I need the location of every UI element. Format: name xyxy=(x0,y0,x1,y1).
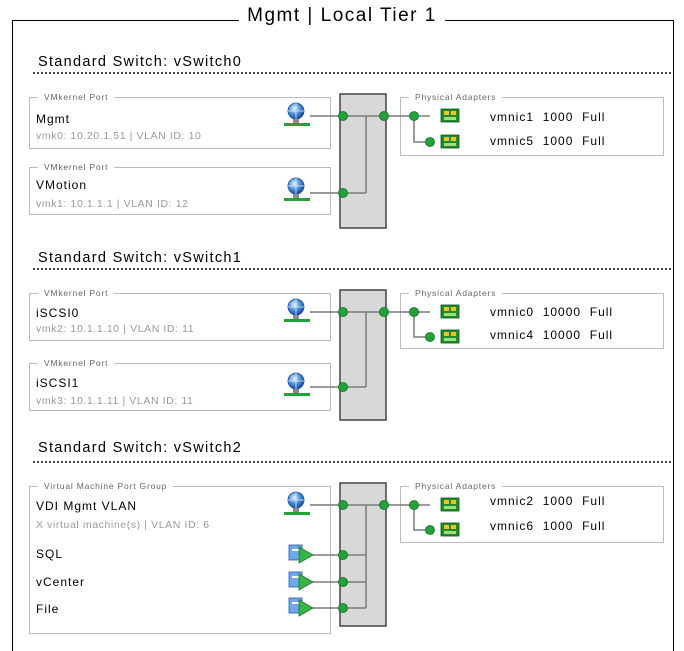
host-title: Mgmt | Local Tier 1 xyxy=(0,5,684,27)
port-group-name: iSCSI0 xyxy=(36,306,80,320)
adapters-legend: Physical Adapters xyxy=(404,91,503,103)
switch-title-vswitch1: Standard Switch: vSwitch1 xyxy=(38,250,243,266)
port-group-name: VMotion xyxy=(36,178,88,192)
switch-port-node xyxy=(338,382,348,392)
switch-divider xyxy=(33,72,671,74)
uplink-node xyxy=(425,137,435,147)
switch-port-node xyxy=(338,550,348,560)
vm-entry-vcenter[interactable]: vCenter xyxy=(36,575,86,589)
physical-adapters-vswitch1: Physical Adapters xyxy=(400,287,664,349)
network-card-icon xyxy=(440,134,460,149)
globe-network-icon xyxy=(284,102,310,126)
uplink-node xyxy=(425,525,435,535)
virtual-machine-icon xyxy=(288,544,314,564)
uplink-node xyxy=(425,332,435,342)
switch-uplink-node xyxy=(379,111,389,121)
port-group-detail: vmk3: 10.1.1.11 | VLAN ID: 11 xyxy=(36,395,194,407)
uplink-node xyxy=(409,111,419,121)
port-group-legend: VMkernel Port xyxy=(33,357,115,369)
port-group-legend: VMkernel Port xyxy=(33,91,115,103)
port-group-vmotion[interactable]: VMkernel Port VMotion vmk1: 10.1.1.1 | V… xyxy=(29,161,331,215)
switch-divider xyxy=(33,461,671,463)
adapter-vmnic6[interactable]: vmnic6 1000 Full xyxy=(490,519,606,533)
port-group-detail: vmk0: 10.20.1.51 | VLAN ID: 10 xyxy=(36,130,202,142)
switch-divider xyxy=(33,268,671,270)
adapter-vmnic5[interactable]: vmnic5 1000 Full xyxy=(490,134,606,148)
switch-port-node xyxy=(338,603,348,613)
port-group-legend: VMkernel Port xyxy=(33,161,115,173)
network-card-icon xyxy=(440,108,460,123)
switch-port-node xyxy=(338,500,348,510)
port-group-name: Mgmt xyxy=(36,112,70,126)
port-group-detail: vmk1: 10.1.1.1 | VLAN ID: 12 xyxy=(36,198,189,210)
network-card-icon xyxy=(440,497,460,512)
port-group-detail: vmk2: 10.1.1.10 | VLAN ID: 11 xyxy=(36,323,195,335)
switch-port-node xyxy=(338,188,348,198)
switch-uplink-node xyxy=(379,500,389,510)
adapters-legend: Physical Adapters xyxy=(404,480,503,492)
vm-entry-sql[interactable]: SQL xyxy=(36,547,64,561)
adapter-vmnic4[interactable]: vmnic4 10000 Full xyxy=(490,328,614,342)
virtual-machine-icon xyxy=(288,597,314,617)
switch-port-node xyxy=(338,111,348,121)
globe-network-icon xyxy=(284,372,310,396)
adapters-legend: Physical Adapters xyxy=(404,287,503,299)
port-group-legend: VMkernel Port xyxy=(33,287,115,299)
switch-title-vswitch2: Standard Switch: vSwitch2 xyxy=(38,440,243,456)
port-group-iscsi0[interactable]: VMkernel Port iSCSI0 vmk2: 10.1.1.10 | V… xyxy=(29,287,331,341)
switch-uplink-node xyxy=(379,307,389,317)
port-group-legend: Virtual Machine Port Group xyxy=(33,480,174,492)
adapter-vmnic0[interactable]: vmnic0 10000 Full xyxy=(490,305,614,319)
globe-network-icon xyxy=(284,298,310,322)
uplink-node xyxy=(409,307,419,317)
port-group-name: iSCSI1 xyxy=(36,376,80,390)
network-card-icon xyxy=(440,304,460,319)
port-group-vdi-mgmt-vlan[interactable]: Virtual Machine Port Group VDI Mgmt VLAN… xyxy=(29,480,331,634)
switch-port-node xyxy=(338,307,348,317)
port-group-mgmt[interactable]: VMkernel Port Mgmt vmk0: 10.20.1.51 | VL… xyxy=(29,91,331,149)
switch-title-vswitch0: Standard Switch: vSwitch0 xyxy=(38,54,243,70)
port-group-detail: X virtual machine(s) | VLAN ID: 6 xyxy=(36,519,210,531)
adapter-vmnic2[interactable]: vmnic2 1000 Full xyxy=(490,494,606,508)
uplink-node xyxy=(409,500,419,510)
port-group-iscsi1[interactable]: VMkernel Port iSCSI1 vmk3: 10.1.1.11 | V… xyxy=(29,357,331,411)
network-card-icon xyxy=(440,329,460,344)
network-card-icon xyxy=(440,522,460,537)
globe-network-icon xyxy=(284,177,310,201)
adapter-vmnic1[interactable]: vmnic1 1000 Full xyxy=(490,110,606,124)
switch-port-node xyxy=(338,577,348,587)
physical-adapters-vswitch2: Physical Adapters xyxy=(400,480,664,543)
vm-entry-file[interactable]: File xyxy=(36,602,60,616)
virtual-machine-icon xyxy=(288,571,314,591)
globe-network-icon xyxy=(284,491,310,515)
port-group-name: VDI Mgmt VLAN xyxy=(36,499,138,513)
